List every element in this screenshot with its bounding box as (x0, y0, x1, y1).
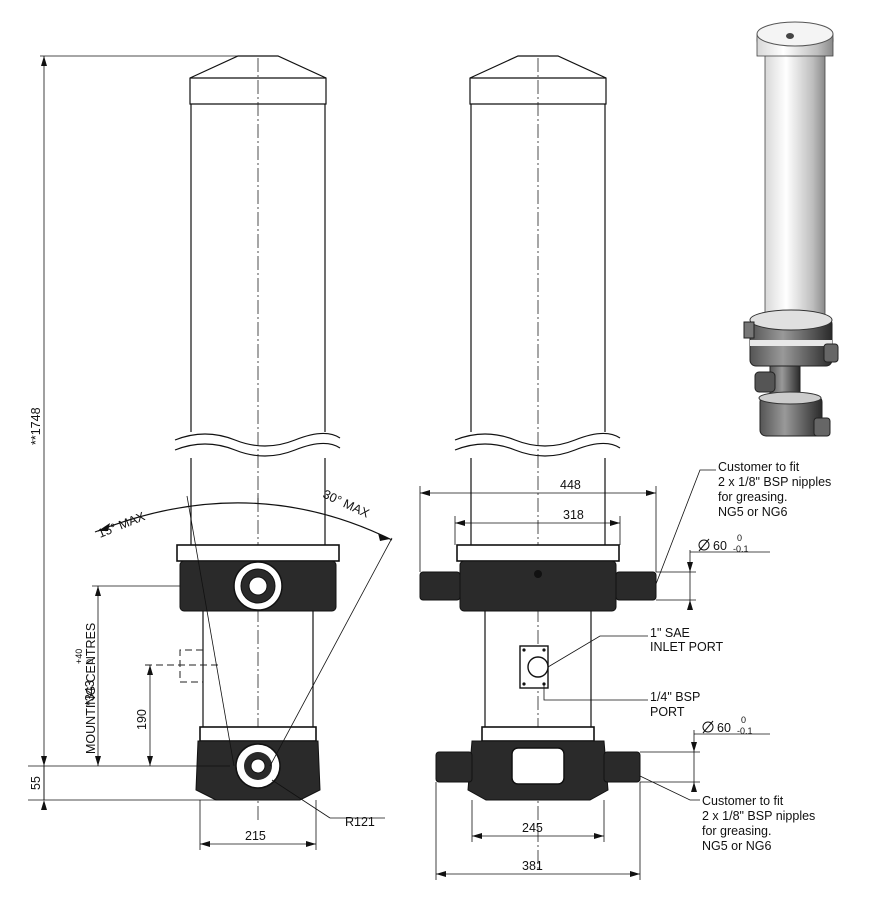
mounting-centres-value: *343 (83, 680, 97, 706)
radius-label: R121 (345, 815, 375, 829)
bottom-grease-note-1: Customer to fit (702, 794, 784, 808)
bottom-grease-note-4: NG5 or NG6 (702, 839, 772, 853)
diameter-top-tol-upper: 0 (737, 533, 742, 543)
mounting-centres-tol-upper: +40 (74, 649, 84, 664)
width-381-label: 381 (522, 859, 543, 873)
bsp-port-note-1: 1/4" BSP (650, 690, 700, 704)
top-grease-note-1: Customer to fit (718, 460, 800, 474)
height-190-label: 190 (135, 709, 149, 730)
height-55-label: 55 (29, 776, 43, 790)
angle-left-label: 15° MAX (96, 509, 148, 541)
bsp-port-note-2: PORT (650, 705, 685, 719)
right-dimensions: 448 318 245 381 60 0 -0.1 (419, 478, 770, 880)
diameter-top-value: 60 (713, 539, 727, 553)
mounting-centres-tol-lower: 0 (85, 659, 95, 664)
inlet-port-note-1: 1" SAE (650, 626, 690, 640)
top-grease-note-2: 2 x 1/8" BSP nipples (718, 475, 831, 489)
diameter-icon (702, 720, 714, 734)
width-245-label: 245 (522, 821, 543, 835)
notes: Customer to fit 2 x 1/8" BSP nipples for… (543, 460, 831, 853)
width-448-label: 448 (560, 478, 581, 492)
top-grease-note-3: for greasing. (718, 490, 787, 504)
bottom-grease-note-2: 2 x 1/8" BSP nipples (702, 809, 815, 823)
width-318-label: 318 (563, 508, 584, 522)
diameter-bottom-tol-lower: -0.1 (737, 726, 753, 736)
overall-height-label: **1748 (29, 407, 43, 445)
diameter-bottom-value: 60 (717, 721, 731, 735)
width-215-label: 215 (245, 829, 266, 843)
top-grease-note-4: NG5 or NG6 (718, 505, 788, 519)
left-dimensions: **1748 55 MOUNTING CENTRES *343 +40 0 19… (28, 55, 238, 810)
cylinder-render (743, 21, 839, 437)
mounting-centres-label: MOUNTING CENTRES (84, 623, 98, 754)
bottom-grease-note-3: for greasing. (702, 824, 771, 838)
right-view (419, 55, 657, 870)
diameter-bottom-tol-upper: 0 (741, 715, 746, 725)
inlet-port-note-2: INLET PORT (650, 640, 724, 654)
diameter-top-tol-lower: -0.1 (733, 544, 749, 554)
diameter-icon (698, 538, 710, 552)
